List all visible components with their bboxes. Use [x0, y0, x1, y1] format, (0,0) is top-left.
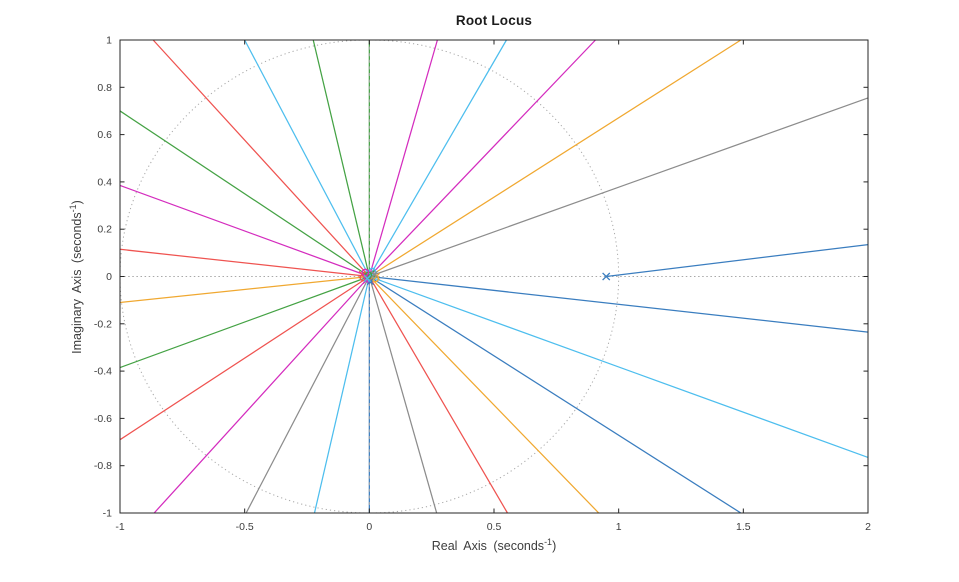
origin-zero-marker — [368, 267, 377, 276]
root-locus-branch — [244, 39, 370, 277]
root-locus-branch — [368, 275, 742, 514]
root-locus-branch — [368, 39, 508, 277]
y-tick-label: -1 — [103, 508, 112, 520]
root-locus-branch — [369, 275, 869, 459]
root-locus-branch — [313, 276, 370, 514]
y-tick-label: 0.8 — [97, 82, 112, 94]
pole-marker — [602, 272, 611, 281]
root-locus-branch — [153, 276, 370, 514]
x-axis-label-text: Real Axis (seconds — [431, 539, 545, 553]
root-locus-branch — [152, 39, 370, 277]
y-axis-label: Imaginary Axis (seconds-1) — [67, 200, 84, 354]
root-locus-branch — [368, 39, 596, 277]
y-axis-label-close: ) — [70, 200, 84, 205]
root-locus-branch — [119, 110, 370, 278]
origin-pole-marker — [370, 270, 378, 279]
x-tick-label: -0.5 — [236, 521, 254, 533]
x-axis-label-close: ) — [552, 539, 557, 553]
y-axis-label-sup: -1 — [67, 204, 78, 213]
root-locus-branch — [119, 275, 370, 369]
x-tick-label: 0 — [366, 521, 372, 533]
y-tick-label: 1 — [106, 35, 112, 47]
root-locus-branch — [119, 184, 370, 278]
root-locus-branch — [119, 275, 370, 304]
root-locus-branch — [368, 276, 600, 514]
root-locus-branch — [368, 39, 742, 278]
root-locus-branch — [368, 276, 438, 514]
root-locus-branch — [245, 276, 370, 514]
root-locus-branch — [119, 248, 370, 278]
chart-title: Root Locus — [455, 13, 533, 28]
root-locus-branch — [368, 276, 509, 514]
x-tick-label: 1.5 — [736, 521, 751, 533]
y-tick-label: -0.4 — [94, 366, 112, 378]
y-tick-label: 0.4 — [97, 176, 112, 188]
x-axis-label-sup: -1 — [544, 536, 553, 547]
y-tick-label: 0.2 — [97, 224, 112, 236]
unit-circle-guide — [119, 39, 620, 514]
y-tick-label: 0.6 — [97, 129, 112, 141]
y-tick-label: -0.8 — [94, 460, 112, 472]
x-axis-label: Real Axis (seconds-1) — [120, 536, 868, 553]
root-locus-branch — [369, 97, 869, 278]
root-locus-branch — [606, 243, 869, 278]
y-tick-label: 0 — [106, 271, 112, 283]
x-tick-label: 1 — [616, 521, 622, 533]
origin-pole-marker — [363, 274, 371, 283]
root-locus-branch — [368, 39, 439, 277]
y-tick-label: -0.6 — [94, 413, 112, 425]
x-tick-label: 2 — [865, 521, 871, 533]
root-locus-branch — [369, 275, 869, 333]
root-locus-branch — [312, 39, 370, 277]
x-tick-label: -1 — [115, 521, 124, 533]
y-tick-label: -0.2 — [94, 318, 112, 330]
root-locus-branch — [119, 275, 370, 441]
x-tick-label: 0.5 — [487, 521, 502, 533]
y-axis-label-text: Imaginary Axis (seconds — [70, 212, 84, 354]
